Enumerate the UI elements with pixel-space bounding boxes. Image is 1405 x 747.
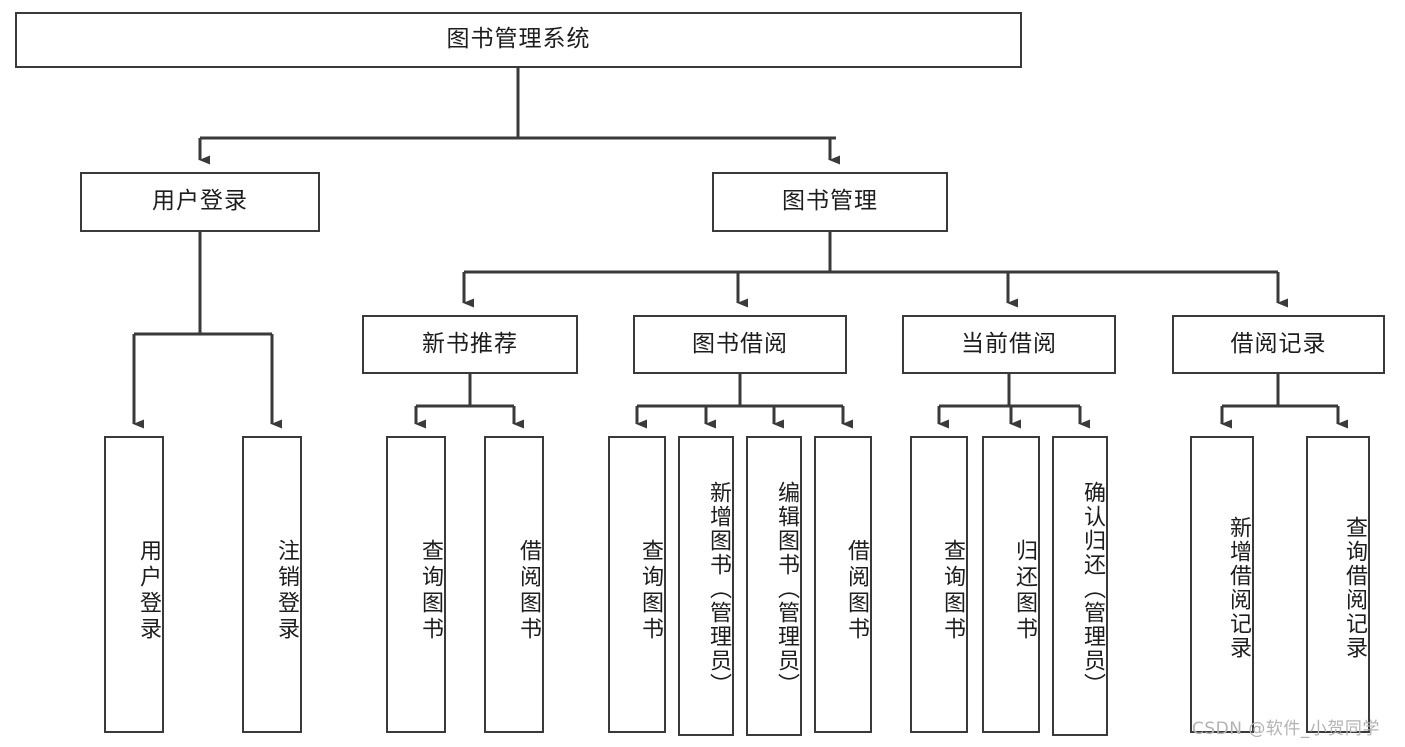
edge-bookmanage-to-level3 <box>462 232 1288 308</box>
edge-root-to-level2 <box>198 68 840 165</box>
node-new-book-recommend-label: 新书推荐 <box>422 330 518 357</box>
node-current-borrow-label: 当前借阅 <box>961 330 1057 357</box>
node-leaf-edit-book-label: 编辑图书（管理员） <box>774 481 799 697</box>
node-leaf-query-book-2[interactable]: 查询图书 <box>608 436 666 733</box>
node-root-label: 图书管理系统 <box>446 26 591 53</box>
edge-currentborrow-to-leaves <box>937 374 1090 429</box>
edge-borrowrecord-to-leaves <box>1220 374 1348 429</box>
edge-userlogin-to-leaves <box>132 232 282 429</box>
node-book-borrow[interactable]: 图书借阅 <box>633 315 847 374</box>
node-book-borrow-label: 图书借阅 <box>692 330 788 357</box>
node-leaf-query-book-1[interactable]: 查询图书 <box>386 436 446 733</box>
node-book-manage[interactable]: 图书管理 <box>712 172 948 232</box>
node-new-book-recommend[interactable]: 新书推荐 <box>362 315 578 374</box>
node-borrow-record[interactable]: 借阅记录 <box>1172 315 1385 374</box>
node-leaf-borrow-book-1[interactable]: 借阅图书 <box>484 436 544 733</box>
node-user-login-label: 用户登录 <box>152 188 248 215</box>
node-root[interactable]: 图书管理系统 <box>15 12 1022 68</box>
node-leaf-logout[interactable]: 注销登录 <box>242 436 302 733</box>
node-current-borrow[interactable]: 当前借阅 <box>902 315 1116 374</box>
node-leaf-confirm-return[interactable]: 确认归还（管理员） <box>1052 436 1108 736</box>
node-leaf-borrow-book-2[interactable]: 借阅图书 <box>814 436 872 733</box>
node-leaf-logout-label: 注销登录 <box>274 538 299 643</box>
edge-bookborrow-to-leaves <box>635 374 853 429</box>
node-leaf-add-record-label: 新增借阅记录 <box>1226 515 1251 660</box>
node-leaf-borrow-book-2-label: 借阅图书 <box>844 538 869 643</box>
watermark-text: CSDN @软件_小贺同学 <box>1192 719 1380 739</box>
node-user-login[interactable]: 用户登录 <box>80 172 320 232</box>
node-leaf-user-login-label: 用户登录 <box>136 538 161 643</box>
node-leaf-query-record[interactable]: 查询借阅记录 <box>1306 436 1370 733</box>
node-leaf-query-book-3[interactable]: 查询图书 <box>910 436 968 733</box>
node-leaf-add-record[interactable]: 新增借阅记录 <box>1190 436 1254 733</box>
node-leaf-query-book-2-label: 查询图书 <box>638 538 663 643</box>
node-leaf-query-record-label: 查询借阅记录 <box>1342 515 1367 660</box>
node-leaf-return-book-label: 归还图书 <box>1012 538 1037 643</box>
node-borrow-record-label: 借阅记录 <box>1230 330 1327 357</box>
node-leaf-borrow-book-1-label: 借阅图书 <box>516 538 541 643</box>
edge-newbook-to-leaves <box>414 374 524 429</box>
node-leaf-confirm-return-label: 确认归还（管理员） <box>1080 481 1105 697</box>
node-book-manage-label: 图书管理 <box>782 188 878 215</box>
node-leaf-query-book-1-label: 查询图书 <box>418 538 443 643</box>
node-leaf-add-book-label: 新增图书（管理员） <box>706 481 731 697</box>
node-leaf-query-book-3-label: 查询图书 <box>940 538 965 643</box>
node-leaf-return-book[interactable]: 归还图书 <box>982 436 1040 733</box>
node-leaf-add-book[interactable]: 新增图书（管理员） <box>678 436 734 736</box>
node-leaf-user-login[interactable]: 用户登录 <box>104 436 164 733</box>
node-leaf-edit-book[interactable]: 编辑图书（管理员） <box>746 436 802 736</box>
